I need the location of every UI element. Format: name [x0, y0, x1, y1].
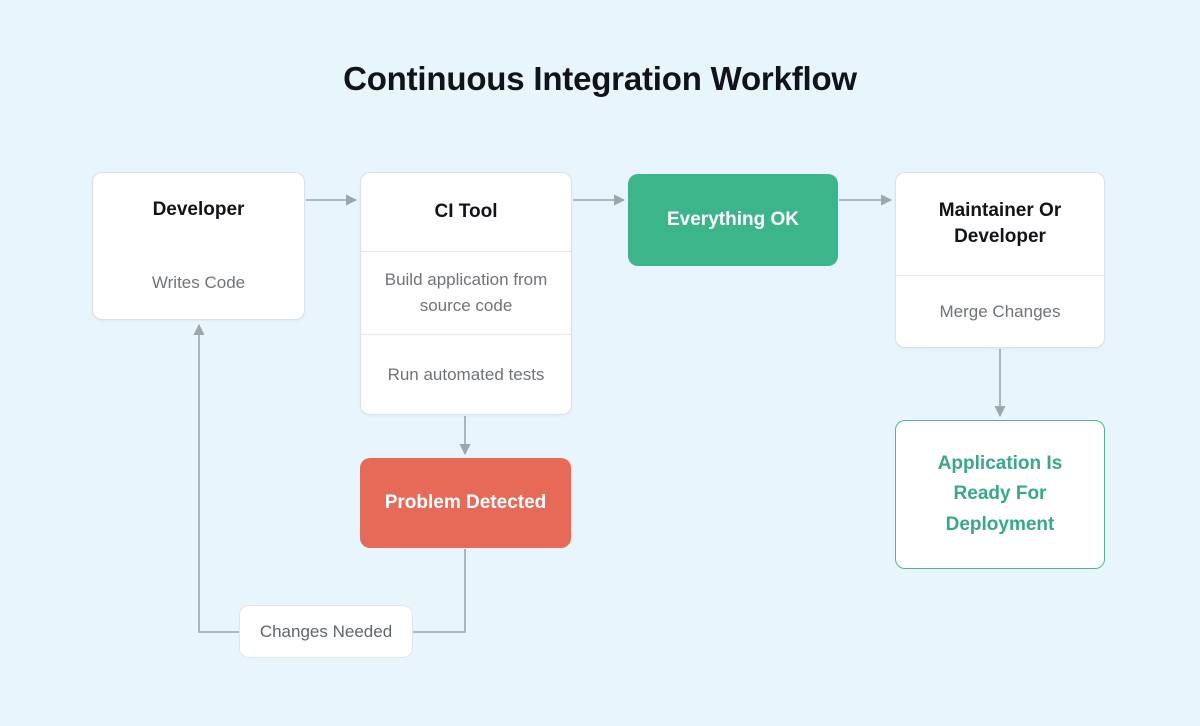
- edge-label-changes-needed: Changes Needed: [239, 605, 413, 658]
- node-application-ready-for-deployment[interactable]: Application Is Ready For Deployment: [895, 420, 1105, 569]
- node-maintainer-or-developer[interactable]: Maintainer Or Developer Merge Changes: [895, 172, 1105, 348]
- node-ci-tool-build-step: Build application from source code: [361, 251, 571, 334]
- node-ci-tool-header: CI Tool: [434, 201, 498, 223]
- node-developer[interactable]: Developer Writes Code: [92, 172, 305, 320]
- node-developer-body: Writes Code: [151, 273, 246, 293]
- node-everything-ok[interactable]: Everything OK: [628, 174, 838, 266]
- node-ci-tool-test-step: Run automated tests: [361, 333, 571, 414]
- page-title: Continuous Integration Workflow: [343, 60, 857, 97]
- node-maintainer-body: Merge Changes: [896, 275, 1104, 347]
- node-problem-detected[interactable]: Problem Detected: [360, 458, 571, 548]
- node-maintainer-header: Maintainer Or Developer: [938, 200, 1062, 247]
- node-developer-header: Developer: [152, 199, 245, 221]
- node-ci-tool[interactable]: CI Tool Build application from source co…: [360, 172, 572, 415]
